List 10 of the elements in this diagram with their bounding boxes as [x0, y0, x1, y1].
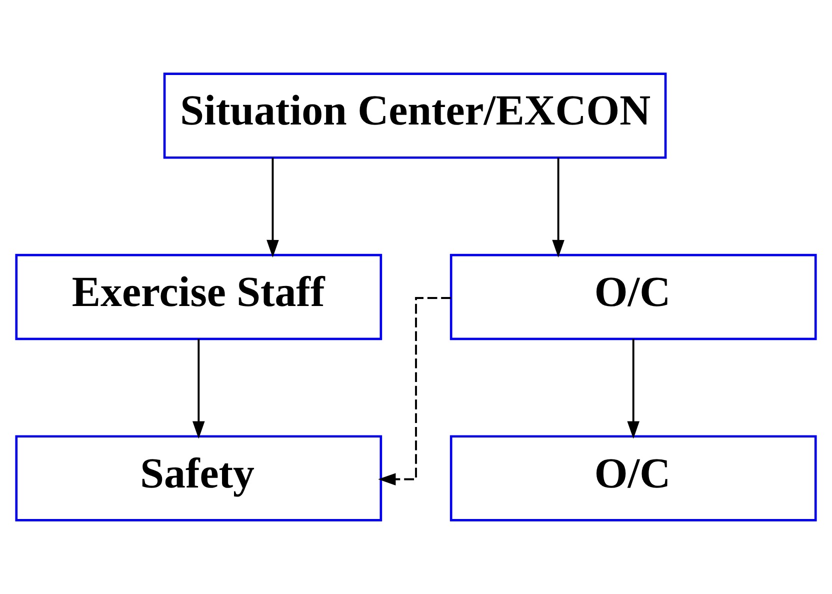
node-box: Safety: [15, 435, 382, 522]
arrow: [192, 339, 205, 439]
arrow: [552, 158, 564, 258]
node-box: Exercise Staff: [15, 254, 382, 340]
arrow: [627, 339, 640, 439]
node-box: O/C: [450, 435, 817, 522]
node-box: O/C: [450, 254, 817, 340]
node-box: Situation Center/EXCON: [163, 72, 667, 159]
arrow: [266, 158, 279, 258]
arrow: [378, 297, 451, 486]
